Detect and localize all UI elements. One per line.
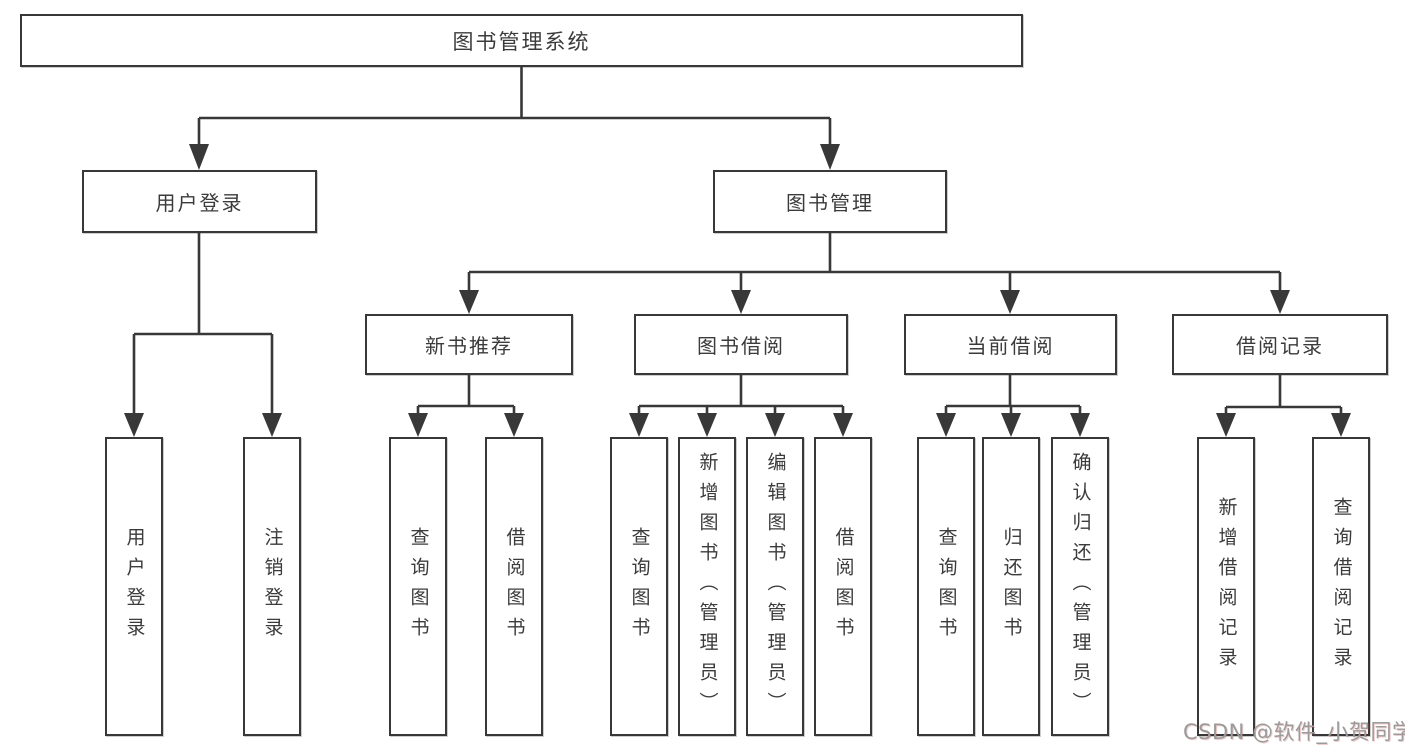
arrowhead-icon — [936, 413, 956, 437]
arrowhead-icon — [629, 413, 649, 437]
arrowhead-icon — [189, 144, 209, 170]
node-user-login: 用户登录 — [82, 170, 317, 233]
arrowhead-icon — [820, 144, 840, 170]
arrowhead-icon — [408, 413, 428, 437]
leaf-logout: 注销登录 — [243, 437, 301, 736]
arrowhead-icon — [1216, 413, 1236, 437]
arrowhead-icon — [1000, 290, 1020, 314]
leaf-query-borrow-record: 查询借阅记录 — [1312, 437, 1370, 736]
arrowhead-icon — [1331, 413, 1351, 437]
arrowhead-icon — [833, 413, 853, 437]
root-node-library-management-system: 图书管理系统 — [20, 14, 1023, 67]
leaf-query-books-current: 查询图书 — [917, 437, 975, 736]
arrowhead-icon — [262, 413, 282, 437]
connector-borrow-records — [1224, 375, 1343, 416]
leaf-edit-book-admin: 编辑图书（管理员） — [746, 437, 804, 736]
node-current-borrow: 当前借阅 — [904, 314, 1117, 375]
arrowhead-icon — [504, 413, 524, 437]
leaf-user-login: 用户登录 — [105, 437, 163, 736]
node-new-book-recommend: 新书推荐 — [365, 314, 573, 375]
leaf-borrow-books-recommend: 借阅图书 — [485, 437, 543, 736]
arrowhead-icon — [731, 290, 751, 314]
arrowhead-icon — [697, 413, 717, 437]
connector-root — [197, 67, 832, 148]
leaf-borrow-books: 借阅图书 — [814, 437, 872, 736]
csdn-watermark: CSDN @软件_小贺同学 — [1183, 720, 1405, 744]
node-borrow-records: 借阅记录 — [1172, 314, 1388, 375]
arrowhead-icon — [1001, 413, 1021, 437]
arrowheads — [124, 144, 1351, 437]
arrowhead-icon — [1070, 413, 1090, 437]
arrowhead-icon — [124, 413, 144, 437]
connector-new-book-recommend — [416, 375, 516, 416]
connector-book-management — [467, 233, 1282, 294]
leaf-add-book-admin: 新增图书（管理员） — [678, 437, 736, 736]
leaf-add-borrow-record: 新增借阅记录 — [1197, 437, 1255, 736]
arrowhead-icon — [765, 413, 785, 437]
arrowhead-icon — [1270, 290, 1290, 314]
leaf-query-books-borrow: 查询图书 — [610, 437, 668, 736]
connector-user-login — [132, 233, 274, 416]
leaf-return-books: 归还图书 — [982, 437, 1040, 736]
connector-book-borrow — [637, 375, 845, 416]
leaf-query-books-recommend: 查询图书 — [389, 437, 447, 736]
connector-current-borrow — [944, 375, 1082, 416]
leaf-confirm-return-admin: 确认归还（管理员） — [1051, 437, 1109, 736]
node-book-borrow: 图书借阅 — [634, 314, 848, 375]
node-book-management: 图书管理 — [713, 170, 947, 233]
arrowhead-icon — [459, 290, 479, 314]
